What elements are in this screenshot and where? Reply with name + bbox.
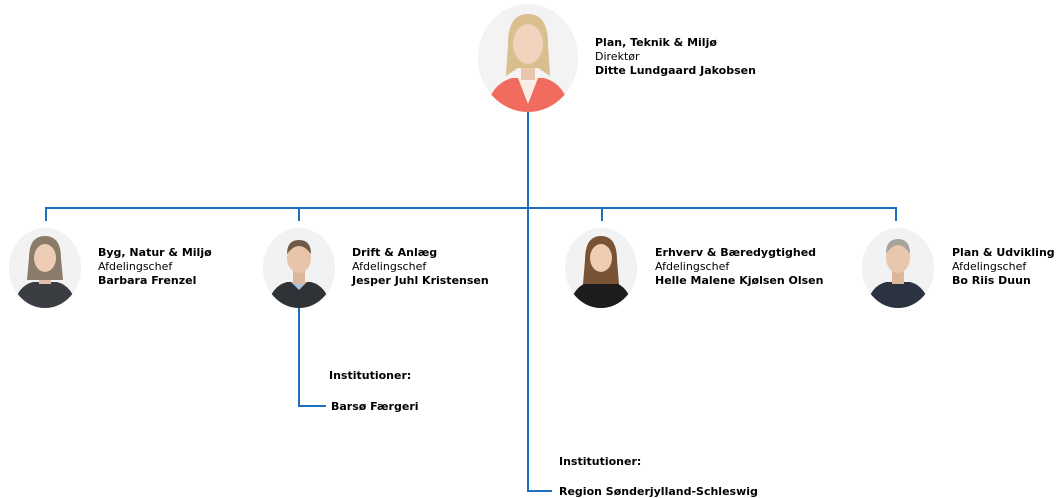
drift-institution-item: Barsø Færgeri bbox=[331, 400, 419, 413]
drift-vertical-connector bbox=[298, 305, 300, 407]
manager-department-2: Drift & Anlæg bbox=[352, 246, 438, 259]
manager-title-4: Afdelingschef bbox=[952, 260, 1027, 273]
manager-avatar-2 bbox=[263, 228, 335, 308]
director-label: Plan, Teknik & Miljø Direktør Ditte Lund… bbox=[595, 36, 756, 78]
connector-drop-4 bbox=[895, 207, 897, 221]
connector-drop-2 bbox=[298, 207, 300, 221]
director-avatar bbox=[478, 4, 578, 112]
connector-drop-1 bbox=[45, 207, 47, 221]
director-name: Ditte Lundgaard Jakobsen bbox=[595, 64, 756, 77]
director-title: Direktør bbox=[595, 50, 640, 63]
manager-name-2: Jesper Juhl Kristensen bbox=[352, 274, 489, 287]
manager-label-3: Erhverv & Bæredygtighed Afdelingschef He… bbox=[655, 246, 823, 288]
manager-department-3: Erhverv & Bæredygtighed bbox=[655, 246, 817, 259]
manager-name-4: Bo Riis Duun bbox=[952, 274, 1031, 287]
manager-label-2: Drift & Anlæg Afdelingschef Jesper Juhl … bbox=[352, 246, 489, 288]
director-institutions-heading: Institutioner: bbox=[559, 455, 642, 468]
manager-title-3: Afdelingschef bbox=[655, 260, 730, 273]
manager-name-1: Barbara Frenzel bbox=[98, 274, 197, 287]
director-department: Plan, Teknik & Miljø bbox=[595, 36, 717, 49]
drift-institution-connector bbox=[298, 405, 326, 407]
director-vertical-connector bbox=[527, 110, 529, 492]
manager-department-1: Byg, Natur & Miljø bbox=[98, 246, 212, 259]
manager-title-1: Afdelingschef bbox=[98, 260, 173, 273]
manager-department-4: Plan & Udvikling bbox=[952, 246, 1055, 259]
director-institution-item: Region Sønderjylland-Schleswig bbox=[559, 485, 758, 498]
drift-institutions-heading: Institutioner: bbox=[329, 369, 412, 382]
manager-name-3: Helle Malene Kjølsen Olsen bbox=[655, 274, 824, 287]
manager-label-1: Byg, Natur & Miljø Afdelingschef Barbara… bbox=[98, 246, 212, 288]
manager-avatar-3 bbox=[565, 228, 637, 308]
manager-horizontal-connector bbox=[45, 207, 897, 209]
manager-avatar-1 bbox=[9, 228, 81, 308]
connector-drop-3 bbox=[601, 207, 603, 221]
manager-title-2: Afdelingschef bbox=[352, 260, 427, 273]
manager-label-4: Plan & Udvikling Afdelingschef Bo Riis D… bbox=[952, 246, 1055, 288]
director-institution-connector bbox=[527, 490, 552, 492]
manager-avatar-4 bbox=[862, 228, 934, 308]
